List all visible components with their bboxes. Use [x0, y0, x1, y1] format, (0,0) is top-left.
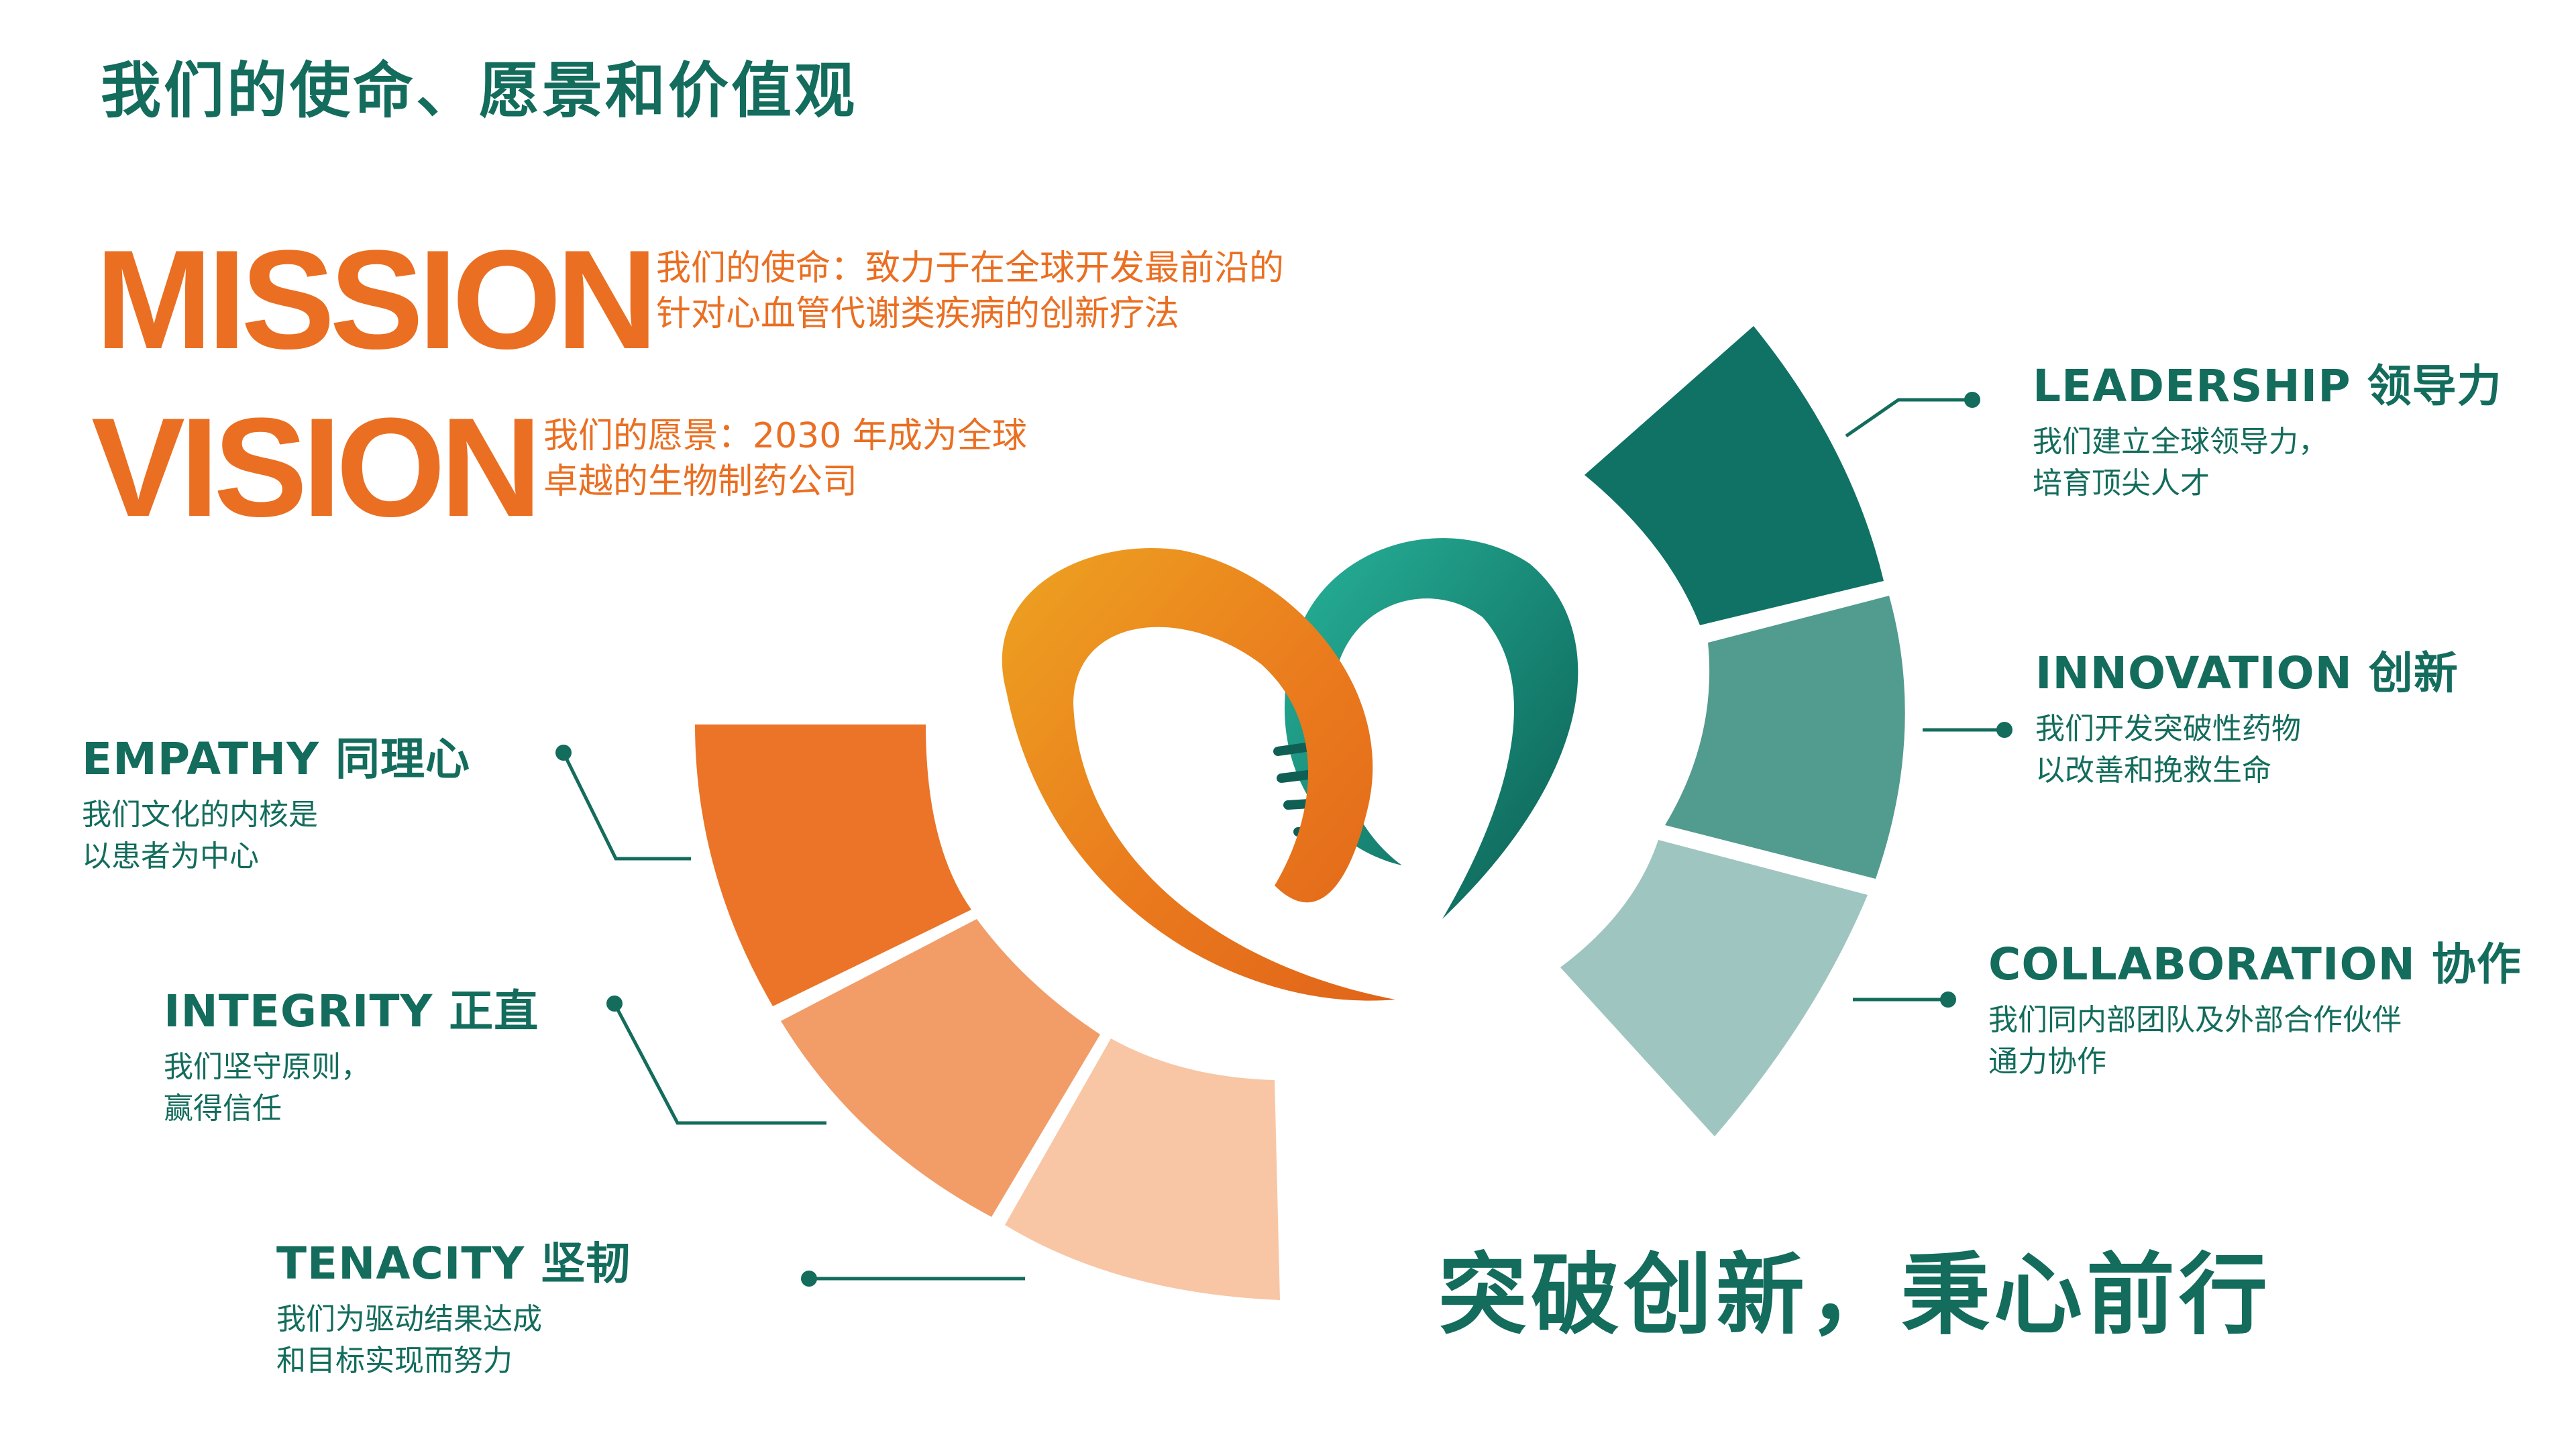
- value-desc-line: 和目标实现而努力: [276, 1344, 513, 1378]
- vision-heading: VISION: [91, 388, 542, 546]
- tenacity-arc-segment: [1005, 1038, 1280, 1300]
- value-description: 我们为驱动结果达成 和目标实现而努力: [276, 1299, 631, 1382]
- integrity-arc-segment: [781, 919, 1100, 1217]
- value-description: 我们同内部团队及外部合作伙伴 通力协作: [1988, 1000, 2522, 1083]
- value-desc-line: 我们建立全球领导力，: [2033, 425, 2328, 459]
- value-innovation: INNOVATION 创新 我们开发突破性药物 以改善和挽救生命: [2035, 647, 2459, 792]
- value-desc-line: 培育顶尖人才: [2033, 466, 2210, 500]
- connector-dots: [555, 392, 2012, 1287]
- value-integrity: INTEGRITY 正直 我们坚守原则， 赢得信任: [164, 985, 539, 1130]
- value-title: EMPATHY 同理心: [82, 733, 471, 785]
- mission-statement: 我们的使命：致力于在全球开发最前沿的 针对心血管代谢类疾病的创新疗法: [656, 246, 1284, 337]
- value-desc-line: 赢得信任: [164, 1091, 282, 1126]
- value-collaboration: COLLABORATION 协作 我们同内部团队及外部合作伙伴 通力协作: [1988, 938, 2522, 1083]
- innovation-arc-segment: [1665, 596, 1905, 879]
- value-desc-line: 通力协作: [1988, 1044, 2106, 1079]
- value-title: INNOVATION 创新: [2035, 647, 2459, 699]
- value-title: COLLABORATION 协作: [1988, 938, 2522, 990]
- vision-statement: 我们的愿景：2030 年成为全球 卓越的生物制药公司: [543, 413, 1027, 504]
- value-description: 我们建立全球领导力， 培育顶尖人才: [2033, 421, 2502, 504]
- value-desc-line: 以患者为中心: [82, 839, 259, 873]
- value-desc-line: 我们坚守原则，: [164, 1050, 370, 1084]
- value-leadership: LEADERSHIP 领导力 我们建立全球领导力， 培育顶尖人才: [2033, 360, 2502, 504]
- slogan: 突破创新，秉心前行: [1438, 1244, 2271, 1347]
- mission-line-1: 我们的使命：致力于在全球开发最前沿的: [656, 248, 1285, 288]
- vision-line-1: 我们的愿景：2030 年成为全球: [543, 416, 1027, 456]
- mission-line-2: 针对心血管代谢类疾病的创新疗法: [656, 294, 1180, 334]
- value-title: INTEGRITY 正直: [164, 985, 539, 1037]
- value-description: 我们坚守原则， 赢得信任: [164, 1046, 539, 1130]
- mission-heading: MISSION: [95, 221, 658, 378]
- empathy-arc-segment: [695, 724, 971, 1006]
- value-empathy: EMPATHY 同理心 我们文化的内核是 以患者为中心: [82, 733, 470, 877]
- value-description: 我们开发突破性药物 以改善和挽救生命: [2035, 708, 2459, 792]
- collaboration-arc-segment: [1560, 840, 1868, 1136]
- heart-ribbon-logo: [1002, 538, 1578, 1001]
- value-desc-line: 以改善和挽救生命: [2035, 753, 2271, 788]
- value-tenacity: TENACITY 坚韧 我们为驱动结果达成 和目标实现而努力: [276, 1237, 631, 1382]
- value-description: 我们文化的内核是 以患者为中心: [82, 794, 470, 877]
- value-desc-line: 我们为驱动结果达成: [276, 1302, 542, 1336]
- value-title: TENACITY 坚韧: [276, 1238, 631, 1289]
- value-desc-line: 我们同内部团队及外部合作伙伴: [1988, 1003, 2402, 1037]
- leadership-arc-segment: [1585, 326, 1884, 625]
- connector-lines: [561, 398, 2004, 1281]
- value-desc-line: 我们文化的内核是: [82, 798, 318, 832]
- value-desc-line: 我们开发突破性药物: [2035, 712, 2301, 746]
- value-title: LEADERSHIP 领导力: [2033, 360, 2502, 412]
- page-title: 我们的使命、愿景和价值观: [101, 56, 857, 126]
- vision-line-2: 卓越的生物制药公司: [543, 462, 858, 502]
